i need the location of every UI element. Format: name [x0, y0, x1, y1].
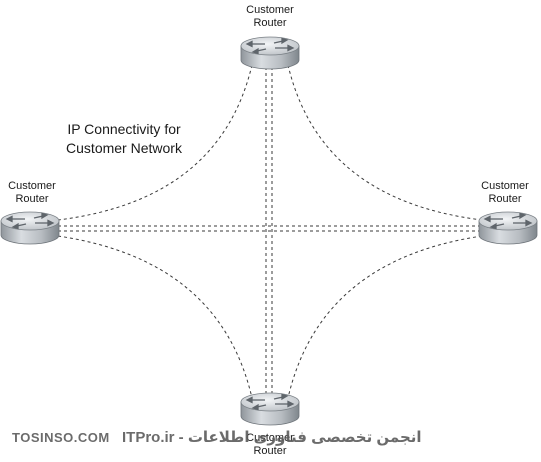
link-left-bottom	[57, 235, 253, 399]
link-right-bottom	[287, 235, 483, 399]
watermark: TOSINSO.COM انجمن تخصصی فناوری اطلاعات -…	[12, 428, 492, 448]
link-top-left	[57, 64, 253, 221]
router-label-right: Customer Router	[460, 180, 541, 206]
connection-links	[57, 64, 483, 399]
link-top-right	[287, 64, 483, 221]
watermark-site: TOSINSO.COM	[12, 430, 110, 445]
caption-line1: IP Connectivity for	[67, 121, 181, 137]
router-label-bottom: Customer Router	[225, 432, 315, 458]
router-label-bottom-line2: Router	[253, 445, 287, 457]
watermark-forum: انجمن تخصصی فناوری اطلاعات - ITPro.ir	[122, 429, 422, 446]
diagram-caption: IP Connectivity for Customer Network	[44, 120, 204, 158]
router-label-right-line2: Router	[488, 193, 522, 205]
router-icon-top	[240, 36, 300, 70]
router-label-top: Customer Router	[225, 4, 315, 30]
router-label-left: Customer Router	[0, 180, 77, 206]
router-label-right-line1: Customer	[481, 180, 529, 192]
router-label-bottom-line1: Customer	[246, 432, 294, 444]
router-label-left-line1: Customer	[8, 180, 56, 192]
router-icon-left	[0, 211, 60, 245]
caption-line2: Customer Network	[66, 140, 182, 156]
router-label-top-line2: Router	[253, 17, 287, 29]
router-icon-right	[478, 211, 538, 245]
router-label-left-line2: Router	[15, 193, 49, 205]
router-icon-bottom	[240, 392, 300, 426]
router-label-top-line1: Customer	[246, 4, 294, 16]
